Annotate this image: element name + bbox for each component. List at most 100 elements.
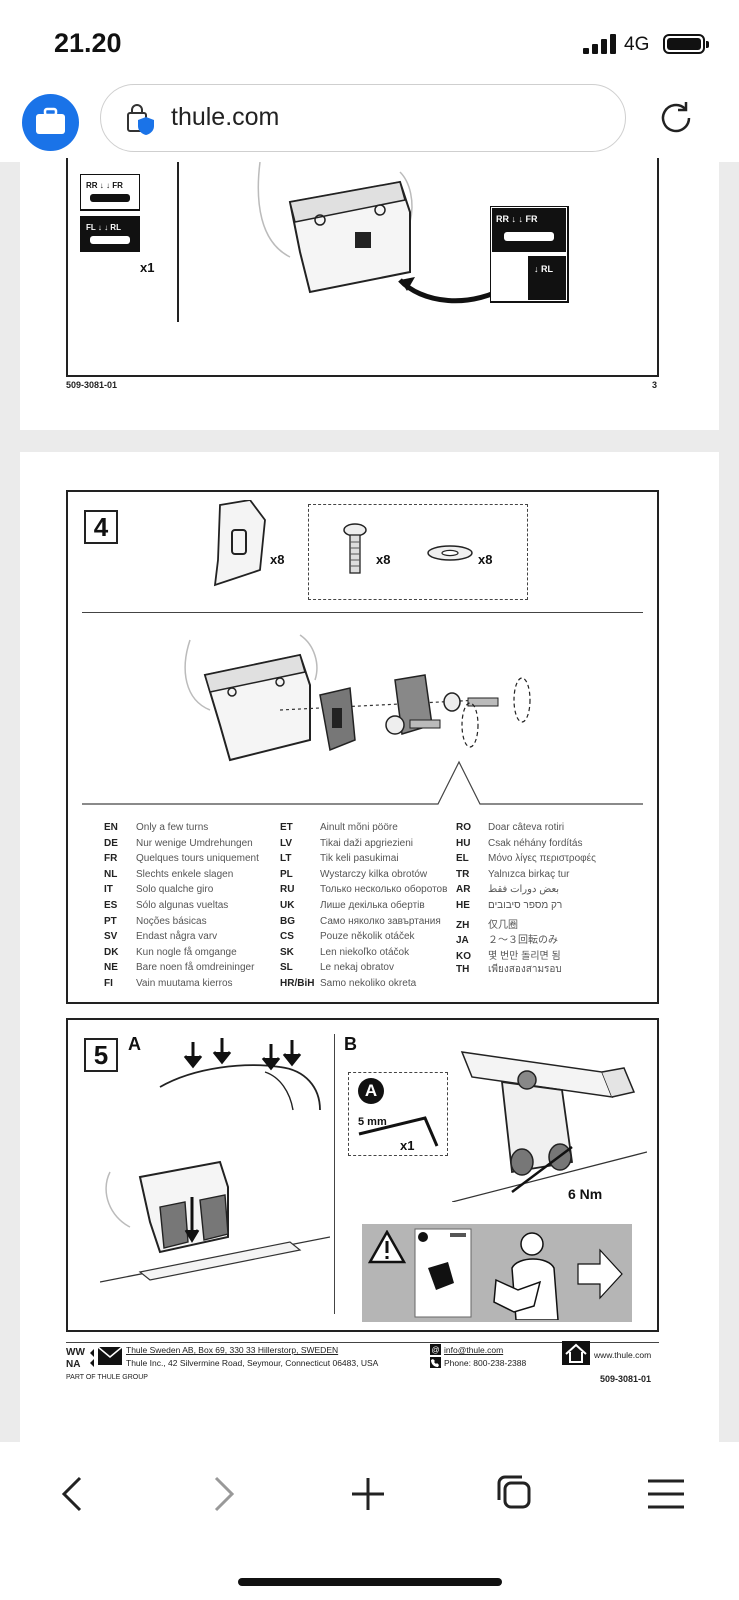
language-code: DE xyxy=(104,837,118,849)
language-code: SK xyxy=(280,946,294,958)
language-row: SK Len niekoľko otáčok xyxy=(280,947,409,958)
language-text: Μόνο λίγες περιστροφές xyxy=(488,853,596,865)
svg-text:FL ↓ ↓ RL: FL ↓ ↓ RL xyxy=(86,223,121,232)
language-code: TR xyxy=(456,868,470,880)
briefcase-tab-button[interactable] xyxy=(22,94,79,151)
language-row: NE Bare noen få omdreininger xyxy=(104,962,254,973)
secure-lock-icon xyxy=(127,104,154,135)
language-text: Nur wenige Umdrehungen xyxy=(136,837,253,849)
language-row: DK Kun nogle få omgange xyxy=(104,947,237,958)
language-text: Ainult mõni pööre xyxy=(320,822,398,833)
language-text: Sólo algunas vueltas xyxy=(136,900,229,911)
step-5-frame xyxy=(66,1018,659,1332)
language-code: HU xyxy=(456,837,471,849)
callout-pointer xyxy=(82,760,643,805)
forward-icon[interactable] xyxy=(192,1464,252,1524)
arrow-right-icon xyxy=(577,1248,623,1300)
manual-page-3: RR ↓ ↓ FR FL ↓ ↓ RL x1 RR ↓ ↓ FR ↓ RL 50… xyxy=(20,158,719,430)
hex-key-icon xyxy=(358,1116,439,1147)
menu-icon[interactable] xyxy=(636,1464,696,1524)
divider xyxy=(177,162,179,322)
language-code: AR xyxy=(456,884,471,896)
svg-text:RR ↓ ↓ FR: RR ↓ ↓ FR xyxy=(496,214,538,224)
language-row: HU Csak néhány fordítás xyxy=(456,838,583,849)
language-code: DK xyxy=(104,946,119,958)
language-text: Solo qualche giro xyxy=(136,884,214,896)
bolt-icon xyxy=(343,523,367,574)
clock: 21.20 xyxy=(54,28,122,58)
hardware-dashed-box xyxy=(308,504,528,600)
roof-press-illustration xyxy=(159,1038,321,1111)
language-row: TR Yalnızca birkaç tur xyxy=(456,869,570,880)
page-3-doc-number: 509-3081-01 xyxy=(66,380,118,390)
language-row: DE Nur wenige Umdrehungen xyxy=(104,838,253,849)
language-text: Лише декілька обертів xyxy=(320,900,425,911)
bolt-quantity: x8 xyxy=(376,552,391,567)
language-text: Csak néhány fordítás xyxy=(488,837,583,849)
language-code: UK xyxy=(280,900,295,911)
language-text: Yalnızca birkaç tur xyxy=(488,868,570,880)
bracket-quantity: x8 xyxy=(270,552,285,567)
language-row: EN Only a few turns xyxy=(104,822,208,833)
envelope-icon xyxy=(90,1346,123,1367)
torque-value: 6 Nm xyxy=(568,1186,603,1202)
language-text: Quelques tours uniquement xyxy=(136,853,259,865)
language-code: KO xyxy=(456,950,471,962)
divider xyxy=(82,612,643,613)
language-code: SL xyxy=(280,962,293,974)
language-text: Only a few turns xyxy=(136,822,209,833)
language-text: Bare noen få omdreininger xyxy=(136,962,255,974)
language-code: ET xyxy=(280,822,293,833)
tabs-switcher-icon[interactable] xyxy=(486,1464,546,1524)
language-text: Samo nekoliko okreta xyxy=(320,978,417,989)
divider xyxy=(66,1342,659,1343)
language-text: Le nekaj obratov xyxy=(320,962,394,974)
language-text: Само няколко завъртания xyxy=(320,915,441,927)
language-code: EN xyxy=(104,822,118,833)
language-code: ZH xyxy=(456,919,470,931)
back-icon[interactable] xyxy=(44,1464,104,1524)
language-code: JA xyxy=(456,935,469,947)
language-code: HR/BiH xyxy=(280,978,315,989)
language-text: Kun nogle få omgange xyxy=(136,946,237,958)
language-code: SV xyxy=(104,931,118,943)
position-sticker-image: RR ↓ ↓ FR FL ↓ ↓ RL xyxy=(80,174,140,252)
sticker-quantity: x1 xyxy=(140,260,155,275)
warning-icon xyxy=(368,1230,406,1264)
language-text: Только несколько оборотов xyxy=(320,884,448,896)
panel-a-label: A xyxy=(128,1034,141,1054)
language-code: RU xyxy=(280,884,295,896)
contact-email[interactable]: info@thule.com xyxy=(444,1345,504,1355)
language-row: SL Le nekaj obratov xyxy=(280,962,394,973)
new-tab-plus-icon[interactable] xyxy=(338,1464,398,1524)
email-icon: @ xyxy=(430,1344,441,1355)
language-code: BG xyxy=(280,915,295,927)
divider xyxy=(334,1034,335,1314)
home-indicator xyxy=(238,1578,502,1586)
browser-toolbar: thule.com xyxy=(0,84,739,162)
language-text: 몇 번만 돌리면 됨 xyxy=(488,950,561,962)
hex-key-size: 5 mm xyxy=(358,1116,387,1128)
address-bar[interactable]: thule.com xyxy=(100,84,626,152)
reload-icon[interactable] xyxy=(656,98,696,138)
website[interactable]: www.thule.com xyxy=(594,1350,652,1360)
language-code: NE xyxy=(104,962,118,974)
language-code: LT xyxy=(280,853,292,865)
network-type: 4G xyxy=(624,34,650,55)
region-na: NA xyxy=(66,1359,81,1370)
instruction-leaflet-icon xyxy=(414,1228,472,1318)
language-code: HE xyxy=(456,900,470,911)
language-text: Len niekoľko otáčok xyxy=(320,946,410,958)
